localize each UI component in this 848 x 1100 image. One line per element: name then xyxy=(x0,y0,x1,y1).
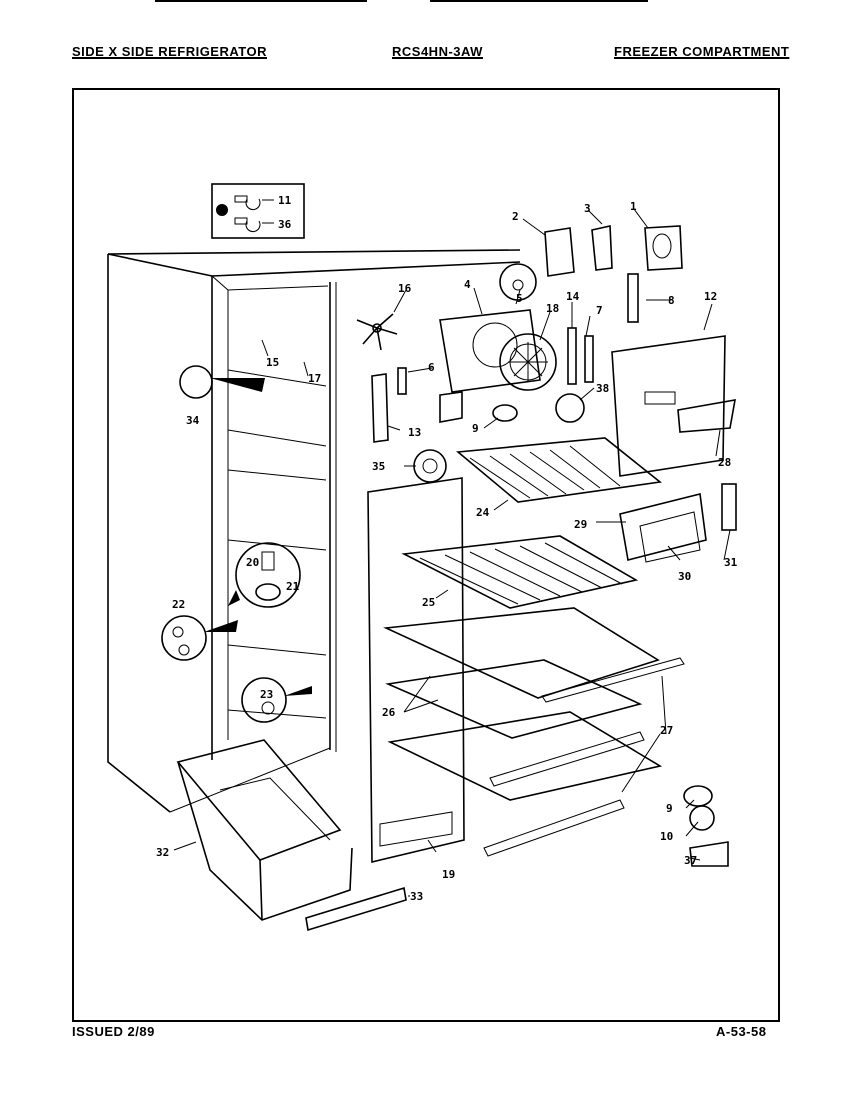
callout-22: 22 xyxy=(172,598,185,611)
top-rule-right xyxy=(430,0,648,2)
detail-circle-22 xyxy=(161,615,238,661)
callout-34: 34 xyxy=(186,414,200,427)
ice-bin xyxy=(176,739,353,921)
callout-19: 19 xyxy=(442,868,455,881)
liner-panel xyxy=(367,477,465,864)
fan-assembly xyxy=(499,263,557,391)
diagram-frame xyxy=(72,88,780,1022)
footer-page-code: A-53-58 xyxy=(716,1024,767,1039)
lower-wire-shelf xyxy=(401,535,639,609)
callout-13: 13 xyxy=(408,426,421,439)
callout-27: 27 xyxy=(660,724,673,737)
callout-24: 24 xyxy=(476,506,490,519)
callout-29: 29 xyxy=(574,518,587,531)
callout-4: 4 xyxy=(464,278,471,291)
callout-36: 36 xyxy=(278,218,292,231)
callout-20: 20 xyxy=(246,556,259,569)
callout-33: 33 xyxy=(410,890,423,903)
upper-wire-shelf xyxy=(456,437,662,503)
leader-lines xyxy=(173,208,731,897)
callout-12: 12 xyxy=(704,290,717,303)
callout-37: 37 xyxy=(684,854,697,867)
callout-10: 10 xyxy=(660,830,673,843)
callout-32: 32 xyxy=(156,846,169,859)
evaporator-cover-panel xyxy=(439,309,541,393)
detail-circle-34 xyxy=(179,365,265,399)
header-section-title: FREEZER COMPARTMENT xyxy=(614,44,790,59)
vertical-brackets xyxy=(371,327,737,531)
callout-9: 9 xyxy=(472,422,479,435)
detail-circle-23 xyxy=(241,677,312,723)
header-model-number: RCS4HN-3AW xyxy=(392,44,483,59)
callout-31: 31 xyxy=(724,556,738,569)
callout-1: 1 xyxy=(630,200,637,213)
legend-box xyxy=(211,183,305,239)
callout-35: 35 xyxy=(372,460,385,473)
callout-11: 11 xyxy=(278,194,292,207)
callout-15: 15 xyxy=(266,356,279,369)
callout-2: 2 xyxy=(512,210,519,223)
callout-38: 38 xyxy=(596,382,609,395)
rear-panel-12 xyxy=(611,335,736,477)
callout-26: 26 xyxy=(382,706,396,719)
trim-strip xyxy=(305,886,407,932)
callout-6: 6 xyxy=(428,361,435,374)
footer-issued-date: ISSUED 2/89 xyxy=(72,1024,155,1039)
callout-18: 18 xyxy=(546,302,559,315)
callout-17: 17 xyxy=(308,372,321,385)
top-rule-left xyxy=(155,0,367,2)
callout-5: 5 xyxy=(516,292,523,305)
detail-circle-20-21 xyxy=(228,542,301,608)
callout-28: 28 xyxy=(718,456,731,469)
callout-25: 25 xyxy=(422,596,435,609)
callout-21: 21 xyxy=(286,580,300,593)
callout-9-door: 9 xyxy=(666,802,673,815)
callout-23: 23 xyxy=(260,688,273,701)
header-product-type: SIDE X SIDE REFRIGERATOR xyxy=(72,44,267,59)
callout-14: 14 xyxy=(566,290,580,303)
callout-16: 16 xyxy=(398,282,412,295)
callout-7: 7 xyxy=(596,304,603,317)
fan-blade xyxy=(356,313,398,351)
freezer-bucket xyxy=(619,493,707,563)
callout-30: 30 xyxy=(678,570,691,583)
callout-labels: 11 36 1 2 3 4 5 6 7 8 9 9 10 12 13 14 15… xyxy=(156,194,738,903)
light-assembly xyxy=(413,391,585,483)
callout-3: 3 xyxy=(584,202,591,215)
glass-shelves xyxy=(383,607,685,857)
callout-8: 8 xyxy=(668,294,675,307)
bulb-parts xyxy=(683,785,729,867)
cabinet-outline xyxy=(107,249,521,813)
top-brackets xyxy=(544,225,683,323)
